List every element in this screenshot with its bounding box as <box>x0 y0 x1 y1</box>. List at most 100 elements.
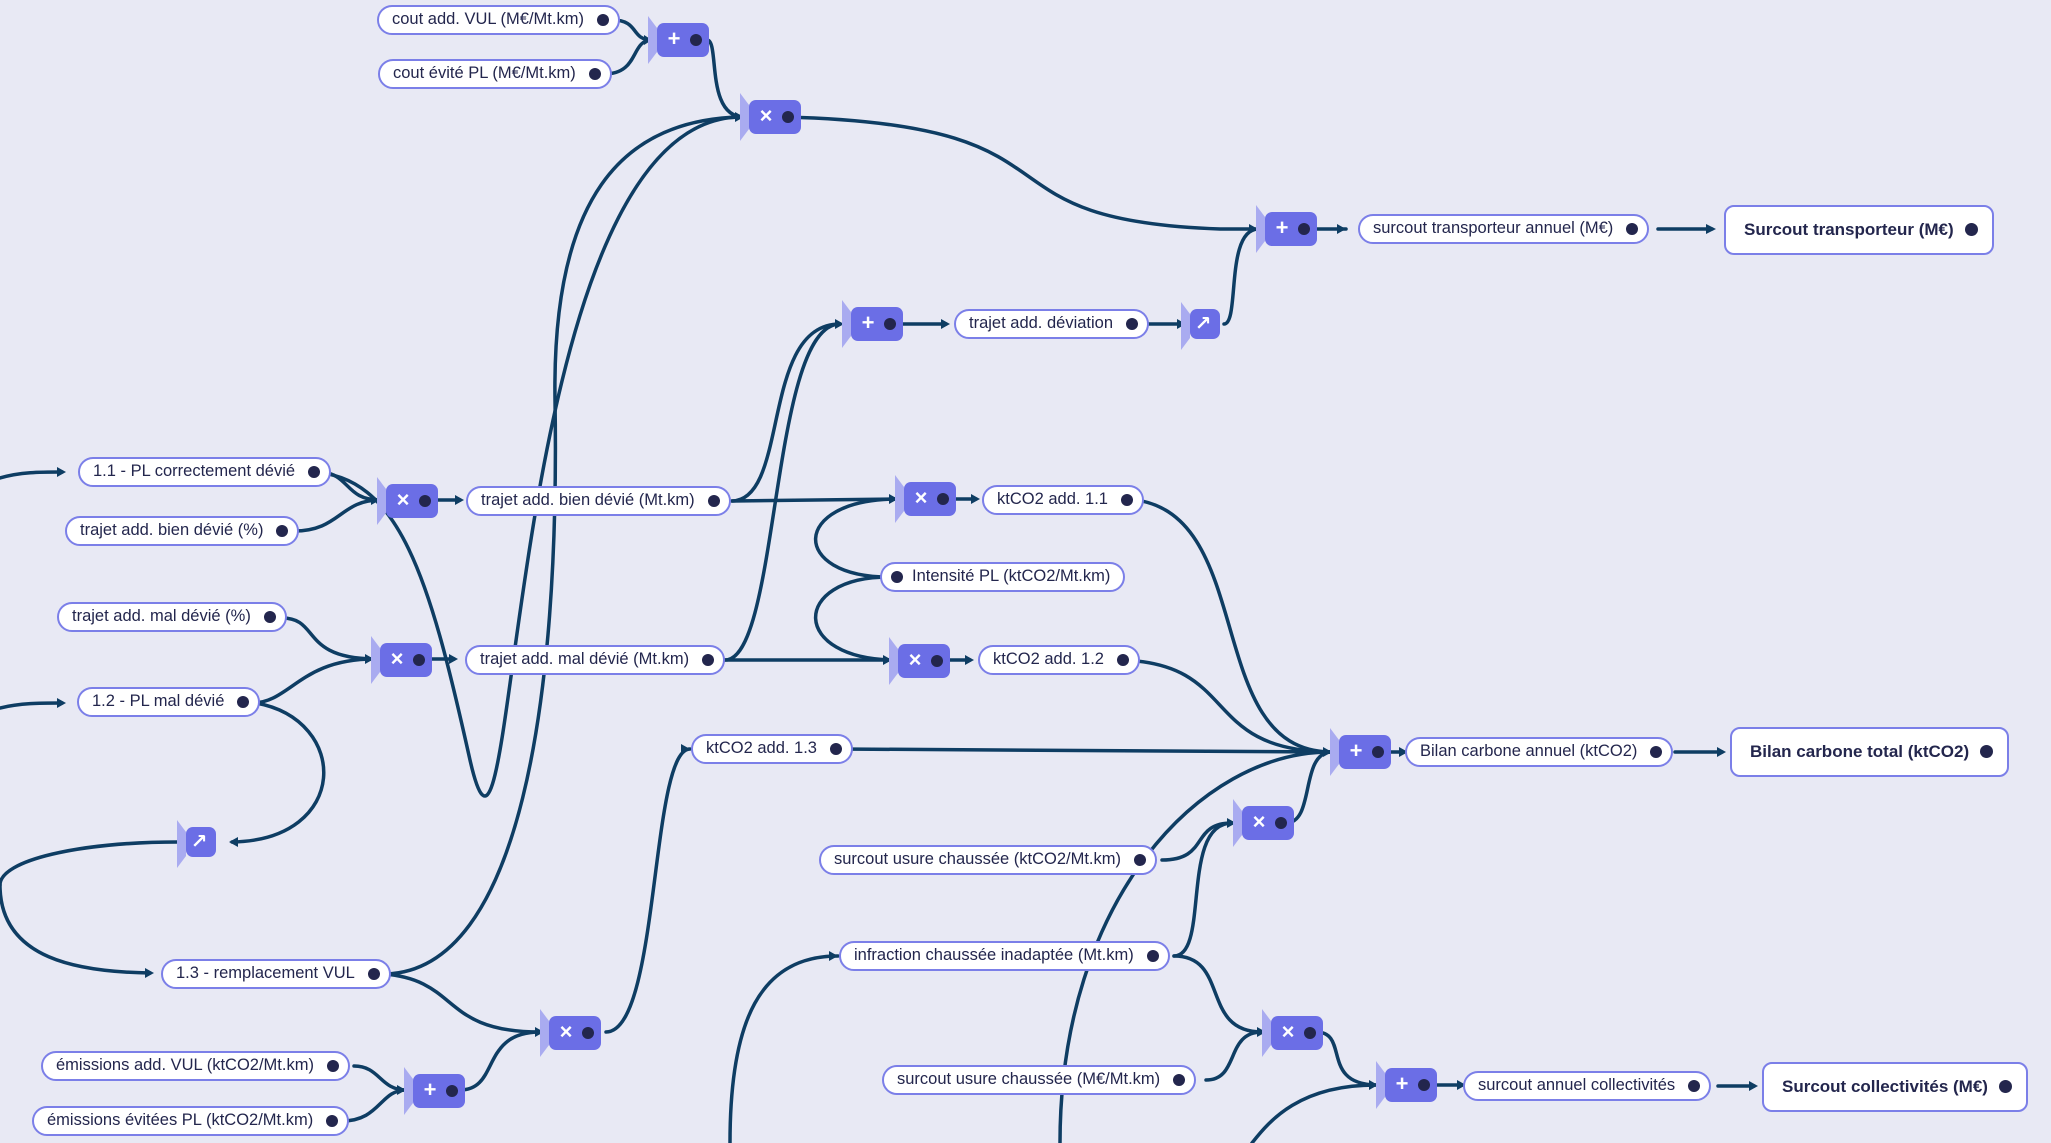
output-port-dot-icon[interactable] <box>1418 1079 1430 1091</box>
input-port-icon[interactable] <box>540 1009 549 1057</box>
node-ktco2-add-13[interactable]: ktCO2 add. 1.3 <box>691 734 853 764</box>
input-port-icon[interactable] <box>1256 205 1265 253</box>
node-trajet-add-mal-devie-mtkm[interactable]: trajet add. mal dévié (Mt.km) <box>465 645 726 675</box>
node-trajet-add-deviation[interactable]: trajet add. déviation <box>954 309 1150 339</box>
output-port-dot-icon[interactable] <box>1688 1080 1701 1092</box>
output-port-dot-icon[interactable] <box>1372 746 1384 758</box>
node-surcout-annuel-collectivites[interactable]: surcout annuel collectivités <box>1463 1071 1712 1101</box>
output-port-dot-icon[interactable] <box>1275 817 1287 829</box>
node-infraction-chaussee[interactable]: infraction chaussée inadaptée (Mt.km) <box>839 941 1170 971</box>
node-ktco2-add-11[interactable]: ktCO2 add. 1.1 <box>982 485 1144 515</box>
output-port-dot-icon[interactable] <box>690 34 702 46</box>
output-port-dot-icon[interactable] <box>308 466 321 478</box>
output-port-dot-icon[interactable] <box>596 14 609 26</box>
node-pl-correctement-devie[interactable]: 1.1 - PL correctement dévié <box>78 457 332 487</box>
add-operator[interactable]: + <box>1256 205 1317 253</box>
node-bilan-carbone-annuel[interactable]: Bilan carbone annuel (ktCO2) <box>1405 737 1674 767</box>
output-port-dot-icon[interactable] <box>1146 950 1159 962</box>
output-port-dot-icon[interactable] <box>446 1085 458 1097</box>
input-port-icon[interactable] <box>648 16 657 64</box>
output-port-dot-icon[interactable] <box>829 743 842 755</box>
node-surcout-usure-ktco2[interactable]: surcout usure chaussée (ktCO2/Mt.km) <box>819 845 1158 875</box>
output-port-dot-icon[interactable] <box>1126 318 1139 330</box>
output-port-dot-icon[interactable] <box>891 571 903 583</box>
node-intensite-pl[interactable]: Intensité PL (ktCO2/Mt.km) <box>880 562 1126 592</box>
multiply-operator[interactable]: × <box>1233 799 1294 847</box>
output-port-dot-icon[interactable] <box>1650 746 1663 758</box>
multiply-operator[interactable]: × <box>740 93 801 141</box>
accumulate-operator[interactable]: ↗ <box>1181 302 1220 350</box>
output-port-dot-icon[interactable] <box>1964 223 1978 236</box>
node-surcout-transporteur-annuel[interactable]: surcout transporteur annuel (M€) <box>1358 214 1650 244</box>
add-operator[interactable]: + <box>404 1067 465 1115</box>
output-port-dot-icon[interactable] <box>1998 1080 2012 1093</box>
output-surcout-collectivites[interactable]: Surcout collectivités (M€) <box>1762 1062 2028 1112</box>
output-port-dot-icon[interactable] <box>367 968 380 980</box>
input-port-icon[interactable] <box>1330 728 1339 776</box>
multiply-operator[interactable]: × <box>371 636 432 684</box>
add-operator[interactable]: + <box>842 300 903 348</box>
output-port-dot-icon[interactable] <box>326 1115 339 1127</box>
add-operator[interactable]: + <box>1376 1061 1437 1109</box>
add-operator[interactable]: + <box>1330 728 1391 776</box>
output-port-dot-icon[interactable] <box>1304 1027 1316 1039</box>
node-label: 1.1 - PL correctement dévié <box>93 462 296 480</box>
input-port-icon[interactable] <box>740 93 749 141</box>
output-port-dot-icon[interactable] <box>419 495 431 507</box>
output-port-dot-icon[interactable] <box>1626 223 1639 235</box>
node-label: trajet add. bien dévié (Mt.km) <box>481 491 695 509</box>
output-bilan-carbone-total[interactable]: Bilan carbone total (ktCO2) <box>1730 727 2010 777</box>
output-port-dot-icon[interactable] <box>1980 745 1994 758</box>
output-port-dot-icon[interactable] <box>937 493 949 505</box>
input-port-icon[interactable] <box>842 300 851 348</box>
output-port-dot-icon[interactable] <box>582 1027 594 1039</box>
output-port-dot-icon[interactable] <box>1298 223 1310 235</box>
input-port-icon[interactable] <box>404 1067 413 1115</box>
output-port-dot-icon[interactable] <box>263 611 276 623</box>
input-port-icon[interactable] <box>1233 799 1242 847</box>
output-port-dot-icon[interactable] <box>326 1060 339 1072</box>
node-pl-mal-devie[interactable]: 1.2 - PL mal dévié <box>77 687 261 717</box>
multiply-operator[interactable]: × <box>895 475 956 523</box>
output-port-dot-icon[interactable] <box>782 111 794 123</box>
input-port-icon[interactable] <box>377 477 386 525</box>
node-remplacement-vul[interactable]: 1.3 - remplacement VUL <box>161 959 391 989</box>
output-port-dot-icon[interactable] <box>931 655 943 667</box>
input-port-icon[interactable] <box>1262 1009 1271 1057</box>
output-port-dot-icon[interactable] <box>1120 494 1133 506</box>
output-port-dot-icon[interactable] <box>1134 854 1147 866</box>
output-port-dot-icon[interactable] <box>1116 654 1129 666</box>
input-port-icon[interactable] <box>889 637 898 685</box>
node-cout-evite-pl[interactable]: cout évité PL (M€/Mt.km) <box>378 59 612 89</box>
output-port-dot-icon[interactable] <box>707 495 720 507</box>
multiply-operator[interactable]: × <box>377 477 438 525</box>
node-ktco2-add-12[interactable]: ktCO2 add. 1.2 <box>978 645 1140 675</box>
output-surcout-transporteur[interactable]: Surcout transporteur (M€) <box>1724 205 1994 255</box>
node-cout-add-vul[interactable]: cout add. VUL (M€/Mt.km) <box>377 5 620 35</box>
multiply-operator[interactable]: × <box>1262 1009 1323 1057</box>
output-port-dot-icon[interactable] <box>588 68 601 80</box>
output-port-dot-icon[interactable] <box>413 654 425 666</box>
node-emissions-add-vul[interactable]: émissions add. VUL (ktCO2/Mt.km) <box>41 1051 350 1081</box>
accumulate-operator[interactable]: ↗ <box>177 820 216 868</box>
node-label: émissions add. VUL (ktCO2/Mt.km) <box>56 1056 314 1074</box>
node-trajet-add-bien-devie-mtkm[interactable]: trajet add. bien dévié (Mt.km) <box>466 486 731 516</box>
multiply-operator[interactable]: × <box>889 637 950 685</box>
output-port-dot-icon[interactable] <box>276 525 289 537</box>
multiply-operator[interactable]: × <box>540 1009 601 1057</box>
output-port-dot-icon[interactable] <box>702 654 715 666</box>
output-port-dot-icon[interactable] <box>1173 1074 1186 1086</box>
node-trajet-add-bien-devie-pct[interactable]: trajet add. bien dévié (%) <box>65 516 300 546</box>
input-port-icon[interactable] <box>177 820 186 868</box>
node-trajet-add-mal-devie-pct[interactable]: trajet add. mal dévié (%) <box>57 602 287 632</box>
output-port-dot-icon[interactable] <box>237 696 250 708</box>
input-port-icon[interactable] <box>371 636 380 684</box>
input-port-icon[interactable] <box>1376 1061 1385 1109</box>
node-surcout-usure-meur[interactable]: surcout usure chaussée (M€/Mt.km) <box>882 1065 1197 1095</box>
node-emissions-evitees-pl[interactable]: émissions évitées PL (ktCO2/Mt.km) <box>32 1106 350 1136</box>
input-port-icon[interactable] <box>895 475 904 523</box>
input-port-icon[interactable] <box>1181 302 1190 350</box>
output-port-dot-icon[interactable] <box>884 318 896 330</box>
add-operator[interactable]: + <box>648 16 709 64</box>
